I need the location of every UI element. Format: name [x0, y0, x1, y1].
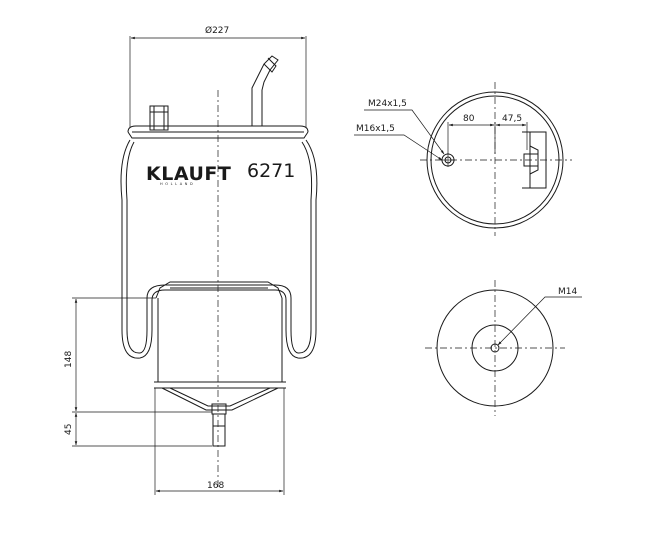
bottom-view	[425, 280, 565, 416]
brand-subtitle: HOLLAND	[160, 182, 195, 186]
top-view-bracket	[522, 131, 547, 189]
top-view-stud	[441, 153, 455, 167]
hole-spacing-label: 80	[463, 114, 475, 124]
top-plate-bead	[127, 131, 309, 139]
thread-bottom-label: M14	[558, 287, 577, 297]
air-fitting	[251, 55, 279, 126]
bellows-inner	[125, 141, 313, 354]
height-lower-label: 45	[64, 424, 74, 435]
piston-cone	[161, 387, 279, 411]
top-stud	[149, 105, 169, 131]
bracket-offset-label: 47,5	[502, 114, 522, 124]
top-plate	[127, 125, 309, 133]
height-upper-label: 148	[64, 351, 74, 368]
thread-top-large-label: M24x1,5	[368, 99, 407, 109]
top-view	[420, 82, 572, 236]
side-view	[120, 55, 318, 490]
bellows-outer	[120, 139, 318, 359]
bottom-width-label: 168	[207, 481, 224, 491]
side-view-dimensions	[72, 36, 307, 495]
bottom-view-dimensions	[497, 296, 582, 346]
part-number: 6271	[247, 160, 295, 182]
piston-flange	[155, 281, 283, 299]
brand-logo: KLAUFT	[146, 163, 231, 185]
bottom-stud	[211, 403, 227, 447]
piston-body	[157, 298, 283, 383]
top-diameter-label: Ø227	[205, 25, 229, 36]
thread-top-small-label: M16x1,5	[356, 124, 395, 134]
top-view-dimensions	[354, 109, 528, 161]
